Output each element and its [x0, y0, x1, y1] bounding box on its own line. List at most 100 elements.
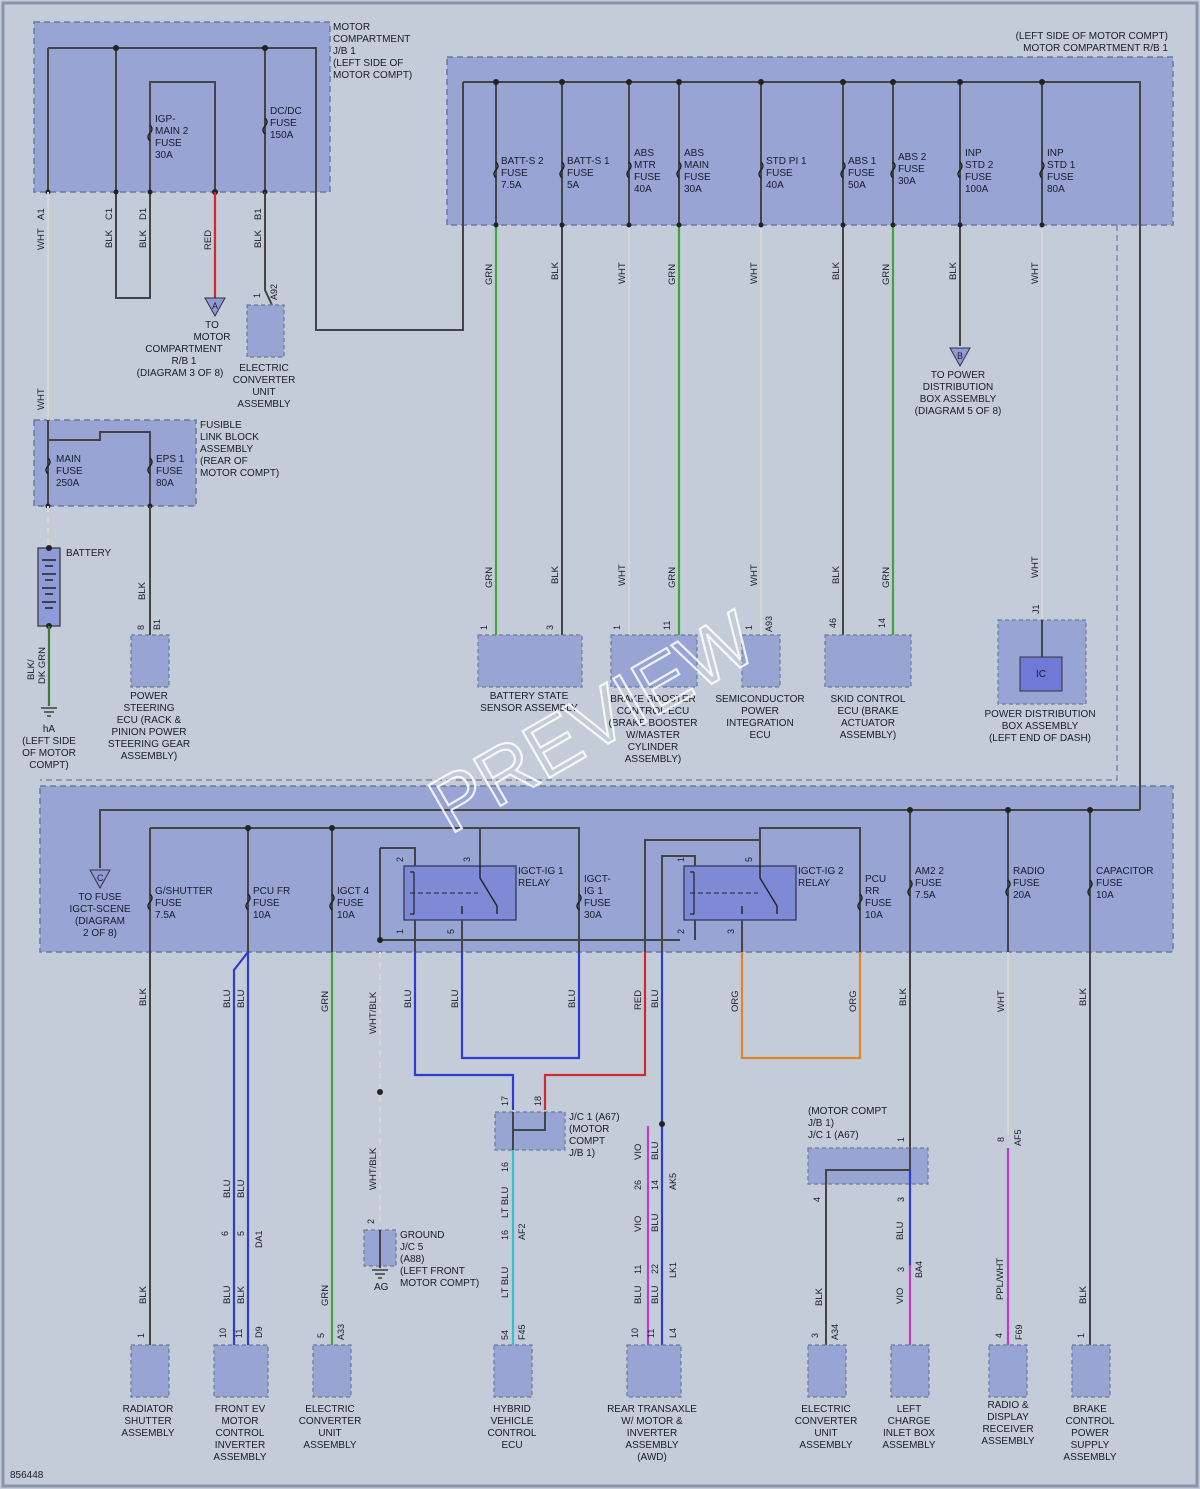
d9-p11: 11	[234, 1329, 244, 1338]
rp-5: 3	[726, 929, 736, 934]
tf-1: IGCT-SCENE	[69, 904, 130, 915]
pdb-1: BOX ASSEMBLY	[1002, 721, 1079, 732]
lf-2-0: IGCT 4	[337, 886, 369, 897]
tf-0: TO FUSE	[78, 892, 121, 903]
bc7-1: DISPLAY	[987, 1412, 1029, 1423]
bc8-3: SUPPLY	[1071, 1440, 1110, 1451]
d9-w0: BLU	[222, 1285, 233, 1304]
rbw-0: GRN	[484, 264, 495, 285]
rp-0: 2	[395, 857, 405, 862]
fusible-0: FUSIBLE	[200, 420, 242, 431]
mw-6: GRN	[881, 567, 892, 588]
bc-box-5	[807, 1344, 847, 1398]
to-rb1-4: (DIAGRAM 3 OF 8)	[137, 368, 224, 379]
region-outline	[40, 225, 1118, 781]
lf-3-3: 30A	[584, 910, 602, 921]
mw-4: WHT	[749, 564, 760, 586]
af5-pin: 8	[996, 1137, 1006, 1142]
da1-w1: BLU	[236, 1179, 247, 1198]
f-inp2-2: FUSE	[965, 172, 992, 183]
f45-conn: F45	[517, 1324, 527, 1340]
pin-se-conn: A93	[764, 616, 774, 632]
bc1-4: ASSEMBLY	[213, 1452, 266, 1463]
f-stdpi-2: 40A	[766, 180, 784, 191]
bat-wire-0: BLK/	[26, 659, 37, 680]
wire-red: RED	[203, 230, 214, 250]
f-inp1-0: INP	[1047, 148, 1064, 159]
conv-upper-3: ASSEMBLY	[237, 399, 290, 410]
rbw-3: GRN	[667, 264, 678, 285]
rbw-5: BLK	[831, 261, 842, 280]
ak5-w0: VIO	[633, 1144, 644, 1160]
fusible-2: ASSEMBLY	[200, 444, 253, 455]
bc1-0: FRONT EV	[215, 1404, 266, 1415]
eps-ecu-0: POWER	[130, 691, 168, 702]
se-0: SEMICONDUCTOR	[715, 694, 804, 705]
se-3: ECU	[749, 730, 770, 741]
bb-5: ASSEMBLY)	[625, 754, 682, 765]
ak5-conn: AK5	[668, 1173, 678, 1190]
lf-3-0: IGCT-	[584, 874, 611, 885]
bc1-3: INVERTER	[215, 1440, 265, 1451]
gnd-3: (LEFT FRONT	[400, 1266, 465, 1277]
bc7-2: RECEIVER	[982, 1424, 1033, 1435]
bc7-3: ASSEMBLY	[981, 1436, 1034, 1447]
eps-ecu-5: ASSEMBLY)	[121, 751, 178, 762]
jb-left-title-0: MOTOR	[333, 22, 370, 33]
lw-11: ORG	[848, 990, 859, 1012]
relay1-1: RELAY	[518, 878, 550, 889]
ha-3: COMPT)	[29, 760, 68, 771]
sk-0: SKID CONTROL	[830, 694, 905, 705]
mw-0: GRN	[484, 567, 495, 588]
eps-conn: B1	[152, 619, 162, 630]
a34-wire: BLK	[814, 1287, 825, 1306]
d9-conn: D9	[254, 1326, 264, 1338]
lf-7-0: CAPACITOR	[1096, 866, 1153, 877]
lf-0-2: 7.5A	[155, 910, 176, 921]
eps-ecu-2: ECU (RACK &	[117, 715, 182, 726]
mw-1: BLK	[550, 565, 561, 584]
lf-1-1: FUSE	[253, 898, 280, 909]
lw-14: BLK	[1078, 987, 1089, 1006]
tpb-0: TO POWER	[931, 370, 985, 381]
skid-control-box	[824, 634, 912, 688]
ak5-w1: BLU	[650, 1141, 661, 1160]
lw-7: BLU	[567, 989, 578, 1008]
lf-5-0: AM2 2	[915, 866, 944, 877]
bc6-1: CHARGE	[888, 1416, 931, 1427]
f45-pin: 54	[500, 1330, 510, 1340]
bb-0: BRAKE BOOSTER	[610, 694, 696, 705]
marker-a: A	[212, 301, 218, 311]
ak5-p26: 26	[633, 1180, 643, 1190]
l4-p11: 11	[646, 1329, 656, 1338]
eps-fuse-0: EPS 1	[156, 454, 185, 465]
eps-fuse-2: 80A	[156, 478, 174, 489]
bb-3: W/MASTER	[626, 730, 680, 741]
pin-b1: B1	[253, 208, 264, 220]
relay2-0: IGCT-IG 2	[798, 866, 844, 877]
rbw-8: WHT	[1030, 262, 1041, 284]
bc5-0: ELECTRIC	[801, 1404, 850, 1415]
rbw-2: WHT	[617, 262, 628, 284]
f-bs1-1: FUSE	[567, 168, 594, 179]
f-abm-2: FUSE	[634, 172, 661, 183]
tf-2: (DIAGRAM	[75, 916, 125, 927]
svg-text:(LEFT SIDE OF MOTOR COMPT)MOTO: (LEFT SIDE OF MOTOR COMPT)MOTOR COMPARTM…	[1016, 31, 1169, 54]
wire-b1: BLK	[253, 229, 264, 248]
fuse-igp-3: 30A	[155, 150, 173, 161]
lf-4-3: 10A	[865, 910, 883, 921]
